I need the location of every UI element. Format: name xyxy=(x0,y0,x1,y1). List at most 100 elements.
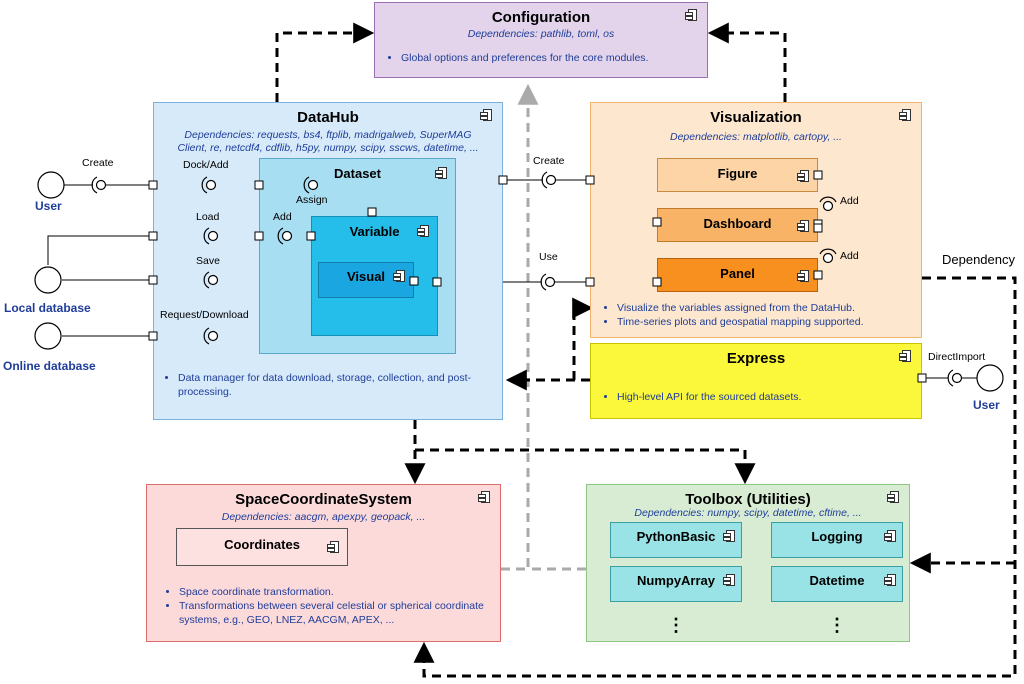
bullet: Time-series plots and geospatial mapping… xyxy=(617,315,915,329)
dependency-datahub-toolbox xyxy=(415,448,756,485)
local-database-actor-icon xyxy=(34,266,62,294)
dashboard-box: Dashboard xyxy=(657,208,818,242)
figure-label: Figure xyxy=(717,166,758,181)
interface-save xyxy=(203,271,219,289)
user-left-label: User xyxy=(35,199,62,213)
interface-add-figure xyxy=(819,196,837,212)
scs-title: SpaceCoordinateSystem xyxy=(235,491,412,508)
label-add-figure: Add xyxy=(840,195,859,207)
express-title: Express xyxy=(726,350,786,367)
interface-use xyxy=(540,273,556,291)
label-add-variable: Add xyxy=(273,211,292,223)
interface-assign xyxy=(303,176,319,194)
bullet: Data manager for data download, storage,… xyxy=(178,371,508,399)
component-icon xyxy=(723,530,735,542)
component-icon xyxy=(884,530,896,542)
component-icon xyxy=(393,270,405,282)
tool-label: Logging xyxy=(811,529,863,544)
online-database-actor-icon xyxy=(34,322,62,350)
visualization-deps: Dependencies: matplotlib, cartopy, ... xyxy=(670,131,842,143)
datahub-title: DataHub xyxy=(297,109,359,126)
visualization-bullets: Visualize the variables assigned from th… xyxy=(601,301,915,329)
dashboard-label: Dashboard xyxy=(703,216,772,231)
express-box: Express High-level API for the sourced d… xyxy=(590,343,922,419)
configuration-deps: Dependencies: pathlib, toml, os xyxy=(467,28,615,40)
label-save: Save xyxy=(196,255,220,267)
component-icon xyxy=(899,350,911,362)
bullet: Global options and preferences for the c… xyxy=(401,51,701,65)
component-icon xyxy=(723,574,735,586)
label-dock-add: Dock/Add xyxy=(183,159,229,171)
dependency-viz-config xyxy=(707,22,787,102)
user-right-label: User xyxy=(973,398,1000,412)
component-icon xyxy=(685,9,697,21)
label-assign: Assign xyxy=(296,194,328,206)
interface-load xyxy=(203,227,219,245)
component-icon xyxy=(327,541,339,553)
label-create-viz: Create xyxy=(533,155,565,167)
component-icon xyxy=(899,109,911,121)
bullet: Transformations between several celestia… xyxy=(179,599,504,627)
configuration-box: Configuration Dependencies: pathlib, tom… xyxy=(374,2,708,78)
configuration-title: Configuration xyxy=(491,9,591,26)
toolbox-box: Toolbox (Utilities) Dependencies: numpy,… xyxy=(586,484,910,642)
local-database-label: Local database xyxy=(4,301,91,315)
toolbox-ellipsis-right: ⋮ xyxy=(828,615,846,635)
user-left-actor-icon xyxy=(37,171,65,199)
component-icon xyxy=(797,220,809,232)
label-add-dashboard: Add xyxy=(840,250,859,262)
component-icon xyxy=(887,491,899,503)
visual-box: Visual xyxy=(318,262,414,298)
label-direct-import: DirectImport xyxy=(928,351,986,363)
interface-direct-import xyxy=(947,369,963,387)
tool-item-numpyarray: NumpyArray xyxy=(610,566,742,602)
tool-item-logging: Logging xyxy=(771,522,903,558)
component-icon xyxy=(480,109,492,121)
component-icon xyxy=(417,225,429,237)
bullet: High-level API for the sourced datasets. xyxy=(617,390,915,404)
interface-create-user xyxy=(91,176,107,194)
scs-bullets: Space coordinate transformation. Transfo… xyxy=(163,585,504,627)
dependency-datahub-config xyxy=(275,22,375,102)
tool-item-datetime: Datetime xyxy=(771,566,903,602)
interface-request-download xyxy=(203,327,219,345)
component-icon xyxy=(435,167,447,179)
toolbox-ellipsis-left: ⋮ xyxy=(667,615,685,635)
datahub-bullets: Data manager for data download, storage,… xyxy=(162,371,508,399)
panel-box: Panel xyxy=(657,258,818,292)
interface-create-viz xyxy=(541,171,557,189)
ports xyxy=(148,170,927,383)
label-request-download: Request/Download xyxy=(160,309,249,321)
toolbox-deps: Dependencies: numpy, scipy, datetime, cf… xyxy=(634,507,862,519)
component-icon xyxy=(797,270,809,282)
datahub-deps-line1: Dependencies: requests, bs4, ftplib, mad… xyxy=(184,129,472,141)
online-database-label: Online database xyxy=(3,359,96,373)
dataset-label: Dataset xyxy=(334,166,381,181)
label-create-user: Create xyxy=(82,157,114,169)
tool-label: PythonBasic xyxy=(636,529,716,544)
scs-box: SpaceCoordinateSystem Dependencies: aacg… xyxy=(146,484,501,642)
scs-deps: Dependencies: aacgm, apexpy, geopack, ..… xyxy=(221,511,426,523)
user-right-actor-icon xyxy=(976,364,1004,392)
interface-add-variable xyxy=(277,227,293,245)
visual-label: Visual xyxy=(346,269,386,284)
interface-dock-add xyxy=(201,176,217,194)
label-use: Use xyxy=(539,251,558,263)
tool-label: Datetime xyxy=(809,573,865,588)
label-load: Load xyxy=(196,211,220,223)
dependency-gray-toolbox-config xyxy=(517,83,586,571)
label-dependency: Dependency xyxy=(942,252,1015,267)
bullet: Space coordinate transformation. xyxy=(179,585,504,599)
figure-box: Figure xyxy=(657,158,818,192)
component-icon xyxy=(478,491,490,503)
coordinates-box: Coordinates xyxy=(176,528,348,566)
bullet: Visualize the variables assigned from th… xyxy=(617,301,915,315)
component-icon xyxy=(884,574,896,586)
component-icon xyxy=(797,170,809,182)
toolbox-title: Toolbox (Utilities) xyxy=(685,491,811,508)
visualization-title: Visualization xyxy=(710,109,802,126)
tool-item-pythonbasic: PythonBasic xyxy=(610,522,742,558)
variable-label: Variable xyxy=(349,224,400,239)
express-bullets: High-level API for the sourced datasets. xyxy=(601,390,915,404)
